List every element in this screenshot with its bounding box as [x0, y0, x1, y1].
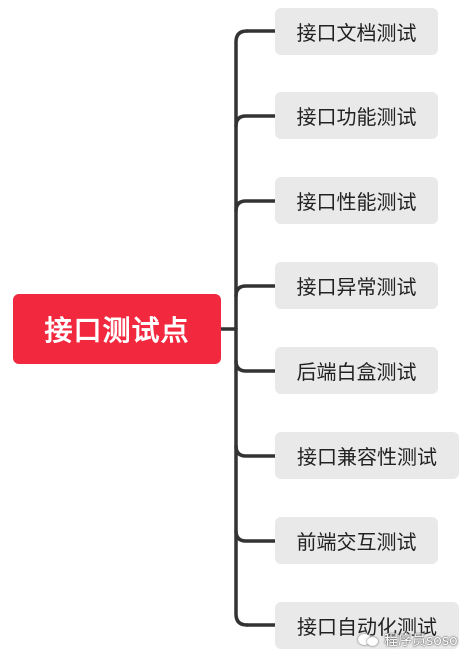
branch-1	[234, 114, 277, 128]
child-node-interface-compatibility-test: 接口兼容性测试	[275, 432, 459, 479]
branch-4	[234, 359, 277, 373]
child-node-label: 接口文档测试	[296, 21, 417, 45]
branch-3	[234, 284, 277, 298]
watermark: 程序员soso	[358, 630, 458, 650]
branch-2	[234, 199, 277, 213]
child-node-label: 后端白盒测试	[296, 360, 417, 384]
child-node-label: 前端交互测试	[296, 530, 417, 554]
child-node-label: 接口功能测试	[296, 105, 417, 129]
watermark-text: 程序员soso	[384, 633, 458, 649]
child-node-interface-doc-test: 接口文档测试	[275, 8, 438, 55]
wechat-icon	[358, 632, 380, 648]
child-node-label: 接口性能测试	[296, 190, 417, 214]
child-node-frontend-interaction-test: 前端交互测试	[275, 517, 438, 564]
root-node-label: 接口测试点	[44, 314, 190, 347]
trunk-line	[234, 29, 249, 627]
child-node-label: 接口异常测试	[296, 275, 417, 299]
child-node-interface-performance-test: 接口性能测试	[275, 177, 438, 224]
child-node-interface-exception-test: 接口异常测试	[275, 262, 438, 309]
child-node-interface-function-test: 接口功能测试	[275, 92, 438, 139]
child-node-label: 接口兼容性测试	[297, 445, 437, 469]
child-node-backend-whitebox-test: 后端白盒测试	[275, 347, 438, 394]
branch-5	[234, 444, 277, 458]
branch-6	[234, 529, 277, 543]
root-node: 接口测试点	[13, 294, 221, 364]
